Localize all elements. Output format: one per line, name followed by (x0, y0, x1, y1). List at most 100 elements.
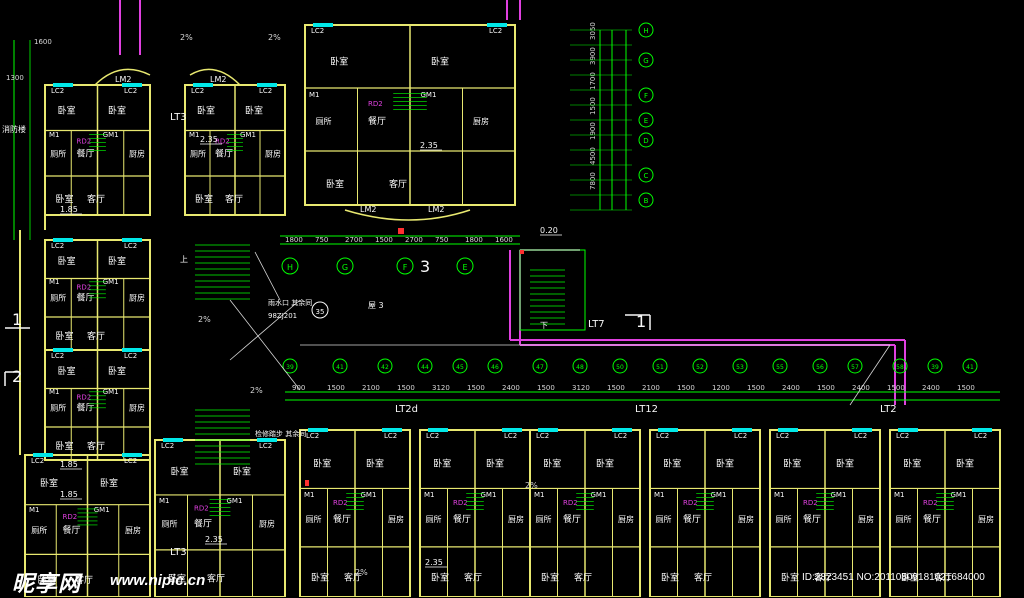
room-label-living: 客厅 (389, 178, 407, 190)
balcony-arc (344, 209, 471, 221)
window-tag: LM2 (210, 75, 226, 84)
room-label-dining: 餐厅 (368, 115, 386, 127)
axis-bubble (532, 358, 548, 374)
door-tag: M1 (424, 491, 435, 499)
slope-mark: 2% (268, 33, 281, 42)
dimension-text: 2700 (345, 236, 363, 244)
axis-bubble (638, 192, 654, 208)
window-cyan (538, 428, 558, 432)
room-label-living: 客厅 (344, 571, 362, 583)
room-label-living: 客厅 (225, 193, 243, 205)
door-tag: GM1 (240, 131, 256, 139)
note-text: 检修踏步 其余同 (255, 429, 306, 438)
room-label-living: 客厅 (207, 572, 225, 584)
axis-bubble-label: E (462, 263, 467, 272)
dimension-text: 1500 (397, 384, 415, 392)
axis-bubble (638, 22, 654, 38)
room-label-toilet: 厕所 (31, 525, 47, 535)
window-tag: LM2 (360, 205, 376, 214)
red-marker (305, 480, 309, 486)
slope-mark: 2% (180, 33, 193, 42)
axis-bubble-label: E (644, 117, 648, 125)
window-cyan (612, 428, 632, 432)
window-tag: LC2 (124, 87, 137, 95)
watermark-id: ID:2823451 NO:20110809181021684000 (802, 572, 985, 583)
axis-bubble-label: 45 (456, 364, 464, 371)
axis-bubble-label: 41 (966, 364, 974, 371)
level-mark: 0.20 (540, 226, 558, 235)
axis-bubble (572, 358, 588, 374)
level-mark: 1.85 (60, 460, 78, 469)
window-tag: LM2 (428, 205, 444, 214)
axis-bubble-label: G (342, 263, 348, 272)
dimension-text: 2400 (502, 384, 520, 392)
dimension-text: 2700 (405, 236, 423, 244)
room-label-bedroom: 卧室 (596, 458, 614, 470)
stair-core (519, 249, 586, 331)
room-label-kitchen: 厨房 (978, 514, 994, 524)
axis-bubble-label: 44 (421, 364, 429, 371)
door-tag: GM1 (227, 497, 243, 505)
axis-bubble (892, 358, 908, 374)
axis-bubble (638, 87, 654, 103)
room-label-bedroom: 卧室 (486, 458, 504, 470)
room-label-bedroom: 卧室 (431, 56, 449, 68)
room-label-bedroom: 卧室 (100, 477, 118, 489)
room-label-toilet: 厕所 (896, 514, 912, 524)
door-tag: RD2 (77, 138, 92, 146)
level-mark: 2.35 (425, 558, 443, 567)
room-label-bedroom: 卧室 (836, 458, 854, 470)
room-label-dining: 餐厅 (215, 148, 233, 160)
dimension-text: 3900 (589, 47, 597, 65)
section-mark: 2 (12, 367, 22, 386)
axis-bubble-label: F (403, 263, 408, 272)
axis-bubble-label: 51 (656, 364, 664, 371)
dimension-text: 1300 (6, 74, 24, 82)
door-tag: RD2 (453, 499, 468, 507)
axis-bubble-label: 42 (381, 364, 389, 371)
dimension-text: 4500 (589, 147, 597, 165)
axis-bubble (377, 358, 393, 374)
room-label-bedroom: 卧室 (168, 572, 186, 584)
room-label-kitchen: 厨房 (125, 525, 141, 535)
window-cyan (257, 438, 277, 442)
section-tag: LT7 (588, 319, 605, 330)
section-mark: 3 (420, 257, 430, 276)
room-label-bedroom: 卧室 (781, 571, 799, 583)
room-label-bedroom: 卧室 (431, 571, 449, 583)
room-label-living: 客厅 (87, 330, 105, 342)
window-tag: LC2 (311, 27, 324, 35)
note-text: 雨水口 其余同 (268, 298, 312, 307)
room-label-bedroom: 卧室 (195, 193, 213, 205)
axis-bubble (732, 358, 748, 374)
door-tag: M1 (309, 91, 320, 99)
dimension-text: 7800 (589, 172, 597, 190)
window-cyan (428, 428, 448, 432)
window-cyan (53, 83, 73, 87)
dimension-text: 750 (315, 236, 328, 244)
room-label-bedroom: 卧室 (197, 105, 215, 117)
window-tag: LC2 (974, 432, 987, 440)
room-label-toilet: 厕所 (306, 514, 322, 524)
room-label-bedroom: 卧室 (311, 571, 329, 583)
window-cyan (122, 238, 142, 242)
room-label-dining: 餐厅 (63, 524, 81, 536)
axis-bubble-label: H (287, 263, 293, 272)
axis-bubble (652, 358, 668, 374)
window-cyan (898, 428, 918, 432)
window-cyan (122, 83, 142, 87)
axis-bubble-label: 55 (776, 364, 784, 371)
window-tag: LC2 (734, 432, 747, 440)
balcony-arc (94, 68, 151, 86)
window-cyan (33, 453, 53, 457)
room-label-dining: 餐厅 (453, 513, 471, 525)
axis-bubble (847, 358, 863, 374)
room-label-bedroom: 卧室 (108, 255, 126, 267)
dimension-text: 1800 (465, 236, 483, 244)
note-text: 上 (180, 255, 188, 264)
door-tag: GM1 (591, 491, 607, 499)
door-tag: M1 (304, 491, 315, 499)
dimension-text: 2400 (782, 384, 800, 392)
room-label-bedroom: 卧室 (38, 574, 56, 586)
room-label-bedroom: 卧室 (663, 458, 681, 470)
